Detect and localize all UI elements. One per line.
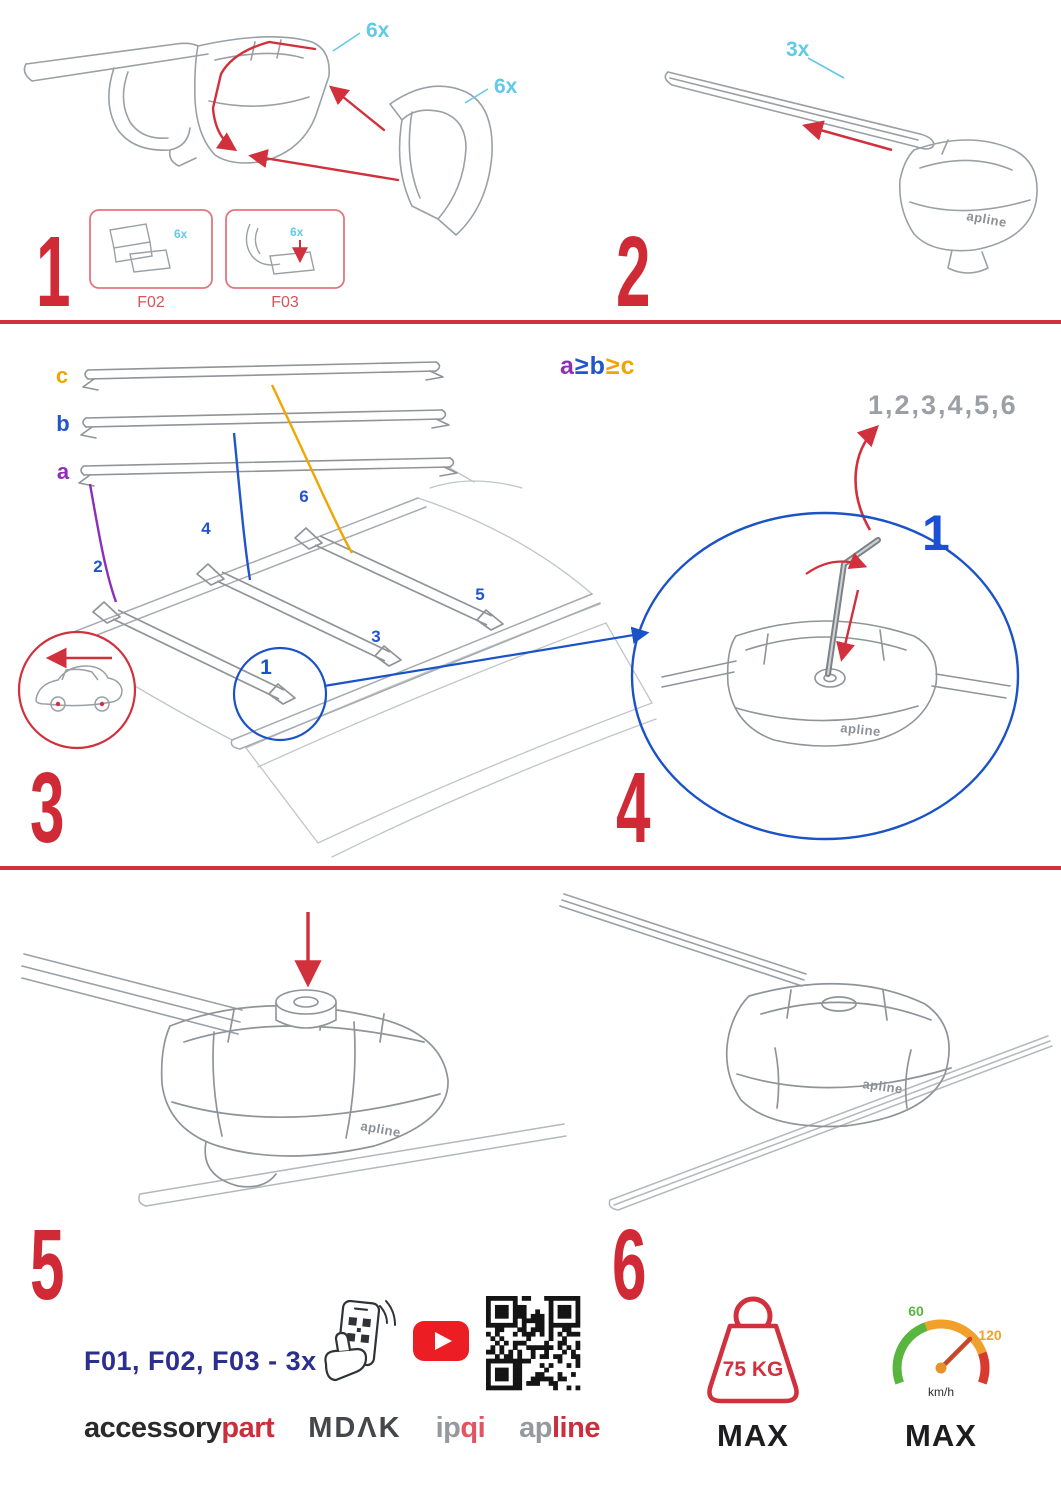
- crossbar-drawing: [559, 893, 807, 987]
- step3-illustration: c b a 2 4 6 3 5 1: [17, 361, 657, 858]
- sequence-arrow: [854, 425, 879, 531]
- foot-drawing: [725, 982, 952, 1128]
- logo-text: accessory: [84, 1412, 222, 1444]
- step5-number: 5: [30, 1209, 65, 1321]
- position-4-label: 4: [201, 519, 211, 538]
- apline-brand-text: apline: [840, 720, 882, 739]
- detail-magnifier-circle: [630, 511, 1020, 841]
- crossbar-drawing: [664, 71, 1038, 274]
- position-3-label: 3: [371, 627, 380, 646]
- parts-quantity-text: F01, F02, F03 - 3x: [84, 1346, 317, 1376]
- step1-illustration: 6x 6x 6x 6x F02 F03: [23, 19, 518, 311]
- logo-mdak: MDΛK: [308, 1412, 402, 1444]
- step6-illustration: apline: [559, 893, 1053, 1211]
- speed-high-label: 120: [978, 1327, 1002, 1343]
- logo-text: ip: [435, 1412, 461, 1444]
- adjust-knob: [275, 989, 337, 1029]
- qty-label-small: 6x: [174, 227, 188, 241]
- bar-b-connector-line: [232, 432, 252, 581]
- tighten-sequence-label: 1,2,3,4,5,6: [868, 390, 1018, 420]
- detail-connector-arrow: [323, 626, 650, 688]
- apline-brand-text: apline: [359, 1118, 402, 1140]
- step2-number: 2: [616, 216, 651, 328]
- weight-max-label: MAX: [717, 1418, 789, 1453]
- bar-c-label: c: [56, 363, 68, 388]
- bar-a-connector-line: [88, 483, 118, 603]
- position-6-label: 6: [299, 487, 308, 506]
- formula-b: b: [589, 352, 606, 380]
- position-1-label: 1: [260, 656, 272, 679]
- logo-accessorypart: accessorypart: [84, 1412, 275, 1445]
- foot-drawing: [160, 999, 449, 1188]
- speed-unit-label: km/h: [928, 1385, 954, 1399]
- part-ref-f03: F03: [271, 294, 299, 311]
- max-weight-icon: 75 KG: [707, 1296, 799, 1404]
- bar-end-assembly-drawing: [23, 36, 493, 236]
- qty-leader-line: [807, 57, 845, 79]
- logo-text: ap: [519, 1412, 552, 1444]
- apline-brand-text: apline: [862, 1076, 904, 1097]
- position-5-label: 5: [475, 585, 484, 604]
- bar-a-label: a: [57, 459, 70, 484]
- bar-b-label: b: [56, 411, 69, 436]
- qty-label: 6x: [494, 75, 518, 98]
- qty-label: 3x: [786, 38, 810, 61]
- rotate-arrow: [805, 552, 868, 575]
- foot-detail-drawing: [661, 620, 1011, 747]
- brand-logos: accessorypart MDΛK ipqi apline: [84, 1412, 600, 1445]
- qty-label-small: 6x: [290, 225, 304, 239]
- step2-illustration: 3x apline: [664, 38, 1038, 274]
- step3-number: 3: [30, 752, 65, 864]
- qty-label: 6x: [366, 19, 390, 42]
- formula-c: c: [620, 352, 636, 380]
- part-ref-boxes: [89, 209, 345, 289]
- position-2-label: 2: [93, 557, 102, 576]
- tighten-arrow: [836, 589, 860, 662]
- size-order-formula: a≥b≥c: [560, 352, 636, 381]
- qr-scan-phone-icon: [324, 1299, 396, 1382]
- play-icon: [435, 1332, 452, 1350]
- speedometer-needle: [938, 1336, 973, 1371]
- weight-value-label: 75 KG: [723, 1358, 784, 1381]
- step1-number: 1: [36, 216, 71, 328]
- section-divider: [0, 320, 1061, 324]
- formula-ge: ≥: [574, 352, 590, 380]
- logo-text: part: [221, 1412, 275, 1444]
- bars-abc-drawing: [78, 361, 458, 487]
- roof-rail-drawing: [138, 1123, 567, 1207]
- formula-ge: ≥: [605, 352, 621, 380]
- car-roof-body-drawing: [57, 466, 657, 858]
- logo-apline: apline: [519, 1412, 600, 1445]
- qr-code: [486, 1296, 581, 1391]
- step5-illustration: apline: [21, 912, 567, 1207]
- qty-leader-lines: [332, 32, 489, 104]
- step1-red-arrows: [211, 40, 400, 182]
- roof-rail-drawing: [608, 1035, 1053, 1211]
- formula-a: a: [560, 352, 575, 380]
- speed-max-label: MAX: [905, 1418, 977, 1453]
- section-divider: [0, 866, 1061, 870]
- car-direction-inset: [17, 630, 137, 750]
- part-ref-f02: F02: [137, 294, 165, 311]
- logo-text: qi: [460, 1412, 486, 1444]
- speedometer-icon: 60 120 km/h: [892, 1303, 1002, 1399]
- step6-number: 6: [612, 1209, 647, 1321]
- step4-number: 4: [616, 752, 651, 864]
- youtube-icon: [413, 1321, 469, 1361]
- bar-c-connector-line: [270, 384, 354, 554]
- speed-low-label: 60: [908, 1303, 924, 1319]
- mounted-crossbars-drawing: [92, 527, 504, 705]
- position1-circle: [232, 646, 328, 742]
- logo-ipqi: ipqi: [436, 1412, 486, 1445]
- crossbar-drawing: [21, 953, 243, 1035]
- logo-text: line: [552, 1412, 600, 1444]
- apline-brand-text: apline: [965, 208, 1008, 230]
- allen-key-highlight: [827, 539, 879, 675]
- position-1-callout: 1: [922, 505, 950, 561]
- step4-illustration: 1,2,3,4,5,6 1 apline: [630, 390, 1020, 841]
- insert-arrow: [801, 120, 893, 152]
